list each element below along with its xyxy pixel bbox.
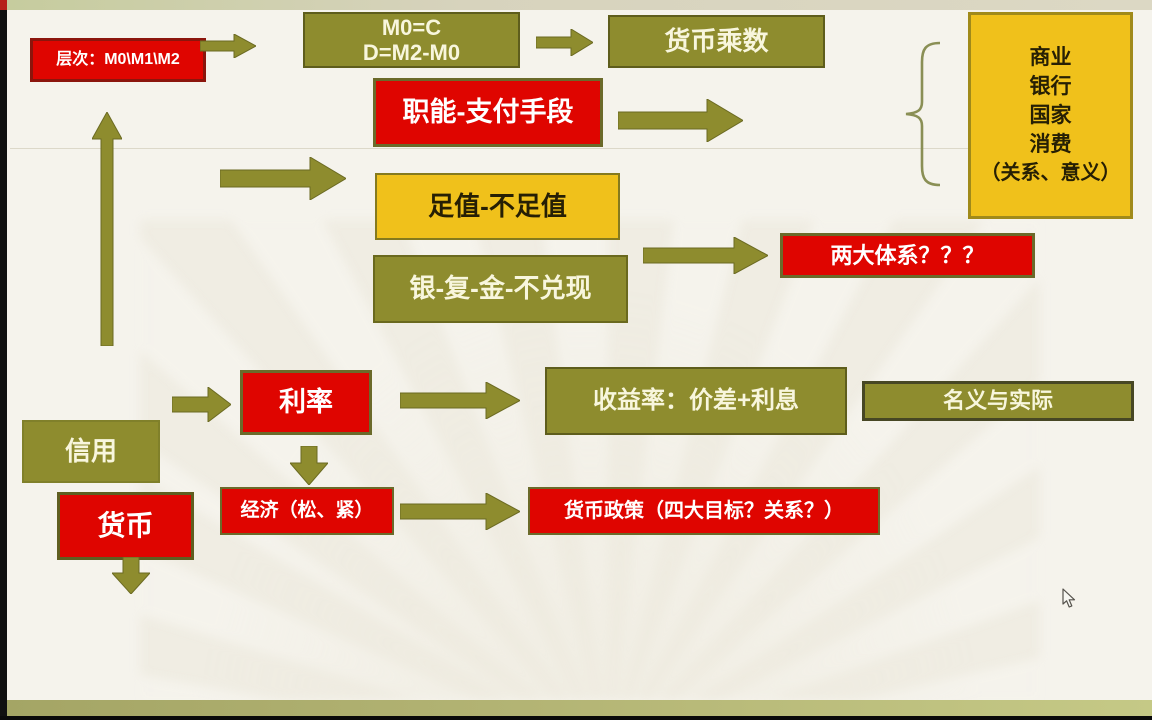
- bottom-strip: [7, 700, 1152, 716]
- top-strip: [7, 0, 1152, 10]
- bottom-black-bar: [0, 716, 1152, 720]
- node-money-multiplier: 货币乘数: [608, 15, 825, 68]
- node-yield: 收益率：价差+利息: [545, 367, 847, 435]
- node-bank-group-line1: 商业: [1029, 45, 1072, 69]
- node-credit-label: 信用: [64, 435, 117, 466]
- mouse-cursor-icon: [1062, 588, 1076, 608]
- node-economy: 经济（松、紧）: [220, 487, 394, 535]
- right-arrow-icon: [200, 34, 256, 58]
- node-standards: 银-复-金-不兑现: [373, 255, 628, 323]
- node-formula: M0=C D=M2-M0: [303, 12, 520, 68]
- right-arrow-icon: [618, 99, 743, 142]
- node-currency: 货币: [57, 492, 194, 560]
- node-bank-group-line5: （关系、意义）: [980, 161, 1121, 184]
- node-bank-group-line4: 消费: [1029, 132, 1072, 156]
- background-divider-line: [10, 148, 968, 149]
- node-standards-label: 银-复-金-不兑现: [409, 273, 592, 304]
- right-arrow-icon: [536, 29, 593, 56]
- node-monetary-policy-label: 货币政策（四大目标？关系？）: [564, 499, 844, 522]
- node-money-levels: 层次：M0\M1\M2: [30, 38, 206, 82]
- node-bank-group-line2: 银行: [1029, 74, 1072, 98]
- down-arrow-icon: [290, 446, 328, 485]
- node-interest-rate-label: 利率: [279, 386, 333, 417]
- left-brace-icon: [905, 41, 941, 187]
- node-yield-label: 收益率：价差+利息: [592, 387, 799, 415]
- node-bank-group-line3: 国家: [1029, 103, 1072, 127]
- node-formula-line1: M0=C: [381, 14, 442, 40]
- right-arrow-icon: [643, 237, 768, 274]
- node-economy-label: 经济（松、紧）: [240, 500, 374, 522]
- node-nominal-real-label: 名义与实际: [942, 388, 1053, 414]
- node-monetary-policy: 货币政策（四大目标？关系？）: [528, 487, 880, 535]
- right-arrow-icon: [220, 157, 346, 200]
- up-arrow-icon: [92, 112, 122, 346]
- node-full-value-label: 足值-不足值: [428, 190, 567, 221]
- right-arrow-icon: [400, 382, 520, 419]
- node-function-payment-label: 职能-支付手段: [402, 96, 574, 127]
- node-two-systems: 两大体系？？？: [780, 233, 1035, 278]
- down-arrow-icon: [112, 557, 150, 594]
- right-arrow-icon: [400, 493, 520, 530]
- node-two-systems-label: 两大体系？？？: [830, 242, 985, 268]
- node-credit: 信用: [22, 420, 160, 483]
- node-money-multiplier-label: 货币乘数: [664, 25, 769, 56]
- node-nominal-real: 名义与实际: [862, 381, 1134, 421]
- node-bank-group: 商业 银行 国家 消费 （关系、意义）: [968, 12, 1133, 219]
- left-black-edge: [0, 0, 7, 720]
- node-function-payment: 职能-支付手段: [373, 78, 603, 147]
- node-money-levels-label: 层次：M0\M1\M2: [56, 50, 180, 68]
- right-arrow-icon: [172, 387, 231, 422]
- node-formula-line2: D=M2-M0: [362, 40, 461, 65]
- record-indicator: [0, 0, 7, 10]
- node-full-value: 足值-不足值: [375, 173, 620, 240]
- node-currency-label: 货币: [97, 509, 154, 541]
- node-interest-rate: 利率: [240, 370, 372, 435]
